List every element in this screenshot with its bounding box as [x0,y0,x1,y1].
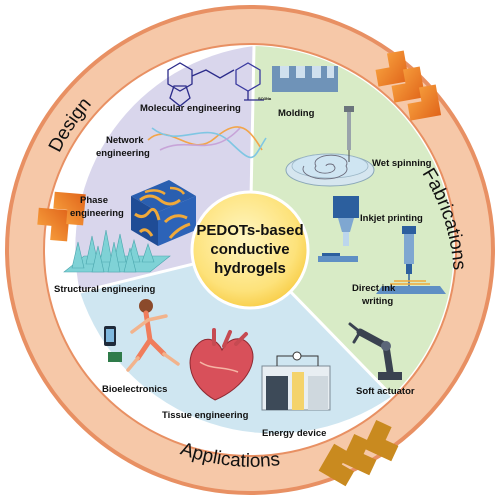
mold-icon [272,66,338,92]
phase-engineering-label-line2: engineering [70,208,124,219]
network-engineering-label-line1: Network [106,135,144,146]
center-title-line2: conductive [210,241,289,258]
inkjet-printing-label: Inkjet printing [360,213,423,224]
runner-icon [126,299,180,372]
center-title-line1: PEDOTs-based [196,222,303,239]
center-circle [190,190,310,310]
heart-icon [189,328,254,401]
chevron-arrows-top-right [375,50,442,121]
wet-spinning-label: Wet spinning [372,158,432,169]
molecular-engineering-label: Molecular engineering [140,103,241,114]
phase-engineering-label-line1: Phase [80,195,108,206]
direct-ink-writer-icon [376,226,446,294]
tissue-engineering-label: Tissue engineering [162,410,249,421]
center-title-line3: hydrogels [214,260,286,277]
chevron-arrows-bottom [318,419,399,487]
molding-label: Molding [278,108,315,119]
phase-cube-icon [131,180,196,246]
chevron-arrows-left [37,191,86,242]
energy-device-icon [261,351,331,411]
direct-ink-writing-label-line2: writing [361,296,393,307]
inkjet-printer-icon [318,196,359,262]
phone-icon [104,326,116,346]
soft-actuator-label: Soft actuator [356,386,415,397]
direct-ink-writing-label-line1: Direct ink [352,283,396,294]
polymer-network-icon [147,126,267,159]
robotic-arm-icon [348,322,402,380]
bioelectronics-label: Bioelectronics [102,384,167,395]
sensor-chip-icon [108,352,122,362]
structural-array-icon [63,229,171,273]
structural-engineering-label: Structural engineering [54,284,156,295]
wet-spinning-icon [285,106,375,187]
network-engineering-label-line2: engineering [96,148,150,159]
molecule-structure-icon [167,62,264,107]
molecule-annotation: SO3Na [258,96,272,101]
energy-device-label: Energy device [262,428,326,439]
